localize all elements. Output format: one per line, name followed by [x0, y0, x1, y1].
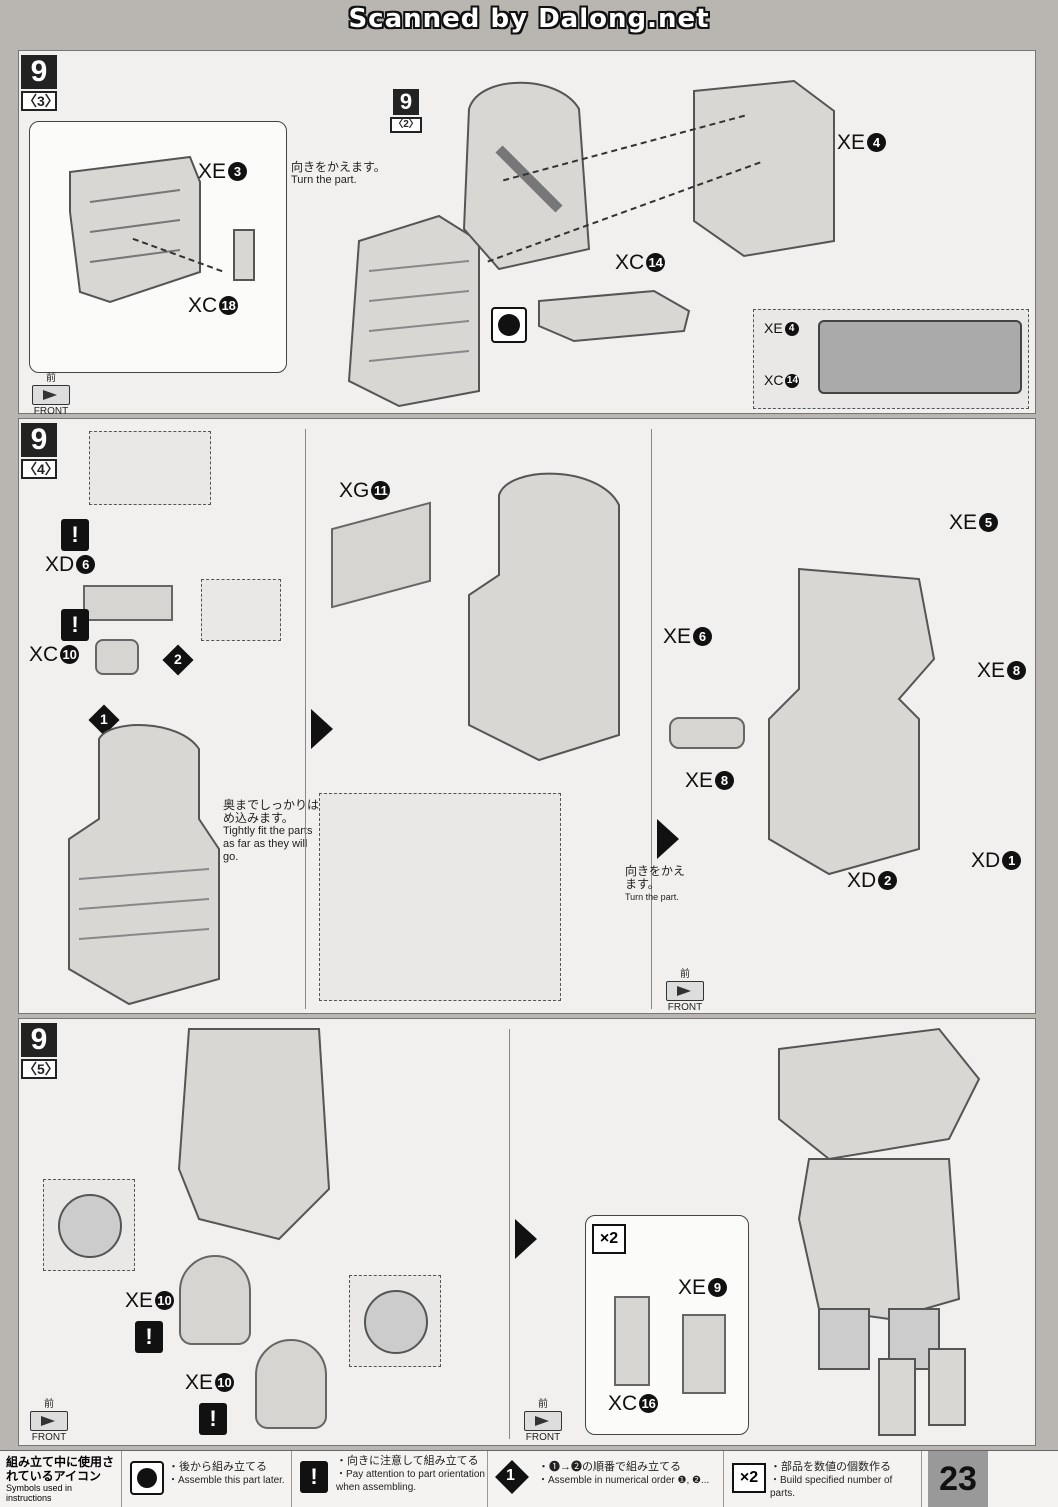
- orientation-warning-icon: !: [61, 609, 89, 641]
- repeat-count-icon: ×2: [732, 1463, 766, 1493]
- detail-inset-side: [201, 579, 281, 641]
- symbol-legend: 組み立て中に使用されているアイコン Symbols used in instru…: [0, 1450, 1058, 1507]
- column-divider: [305, 429, 306, 1009]
- orientation-warning-icon: !: [300, 1461, 328, 1493]
- orientation-warning-icon: !: [199, 1403, 227, 1435]
- xc14-part-drawing: [538, 289, 691, 343]
- head-torso-drawing: [468, 472, 620, 762]
- xc16-part-drawing: [614, 1296, 650, 1386]
- substep-number: 〈5〉: [21, 1059, 59, 1079]
- step-number: 9: [21, 423, 57, 457]
- legend-count: ×2 ・部品を数値の個数作る・Build specified number of…: [724, 1451, 922, 1507]
- order-marker-1-text: 1: [100, 711, 108, 727]
- completed-upper-body-drawing: [778, 1027, 981, 1436]
- legend-order: 1 ・❶→❷の順番で組み立てる・Assemble in numerical or…: [488, 1451, 724, 1507]
- reference-substep: 〈2〉: [390, 117, 422, 133]
- next-stage-arrow: [515, 1219, 537, 1259]
- order-diamond-icon-text: 1: [506, 1467, 515, 1484]
- detail-inset-rear-view: [319, 793, 561, 1001]
- later-assembly-icon: [130, 1461, 164, 1495]
- xe9-part-drawing: [682, 1314, 726, 1394]
- reference-step-number: 9: [393, 89, 419, 115]
- substep-number: 〈3〉: [21, 91, 59, 111]
- scan-watermark: Scanned by Dalong.net: [348, 4, 710, 34]
- legend-orientation: ! ・向きに注意して組み立てる・Pay attention to part or…: [292, 1451, 488, 1507]
- inset-drawing: [818, 320, 1022, 394]
- turn-part-note: 向きをかえます。 Turn the part.: [291, 160, 386, 187]
- column-divider: [651, 429, 652, 1009]
- legend-later: ・後から組み立てる・Assemble this part later.: [122, 1451, 292, 1507]
- legend-title: 組み立て中に使用されているアイコン Symbols used in instru…: [0, 1451, 122, 1507]
- head-unit-drawing: [462, 81, 591, 271]
- later-assembly-icon: [491, 307, 527, 343]
- orientation-warning-icon: !: [135, 1321, 163, 1353]
- next-stage-arrow: [657, 819, 679, 859]
- xg11-part-drawing: [331, 501, 431, 609]
- step-number: 9: [21, 55, 57, 89]
- order-marker-2-text: 2: [174, 651, 182, 667]
- page-number: 23: [928, 1451, 988, 1507]
- detail-inset-socket-right: [349, 1275, 441, 1367]
- tight-fit-note: 奥までしっかりはめ込みます。 Tightly fit the parts as …: [223, 798, 320, 864]
- orientation-warning-icon: !: [61, 519, 89, 551]
- body-block-drawing: [347, 214, 480, 408]
- next-stage-arrow: [311, 709, 333, 749]
- detail-inset-top: [89, 431, 211, 505]
- detail-inset-socket-left: [43, 1179, 135, 1271]
- step-number: 9: [21, 1023, 57, 1057]
- turn-part-note-2: 向きをかえます。 Turn the part.: [625, 864, 686, 903]
- torso-underside-drawing: [177, 1028, 331, 1241]
- xe10-thruster-right: [255, 1339, 327, 1429]
- repeat-count-icon: ×2: [592, 1224, 626, 1254]
- xe10-thruster-left: [179, 1255, 251, 1345]
- xe8-part-drawing: [669, 717, 745, 749]
- substep-number: 〈4〉: [21, 459, 59, 479]
- column-divider: [509, 1029, 510, 1439]
- torso-assembly-drawing: [68, 724, 220, 1006]
- xe3-part-drawing: [69, 155, 201, 304]
- xc10-part-drawing: [95, 639, 139, 675]
- xc18-part-drawing: [233, 229, 255, 281]
- xd6-part-drawing: [83, 585, 173, 621]
- xe4-part-drawing: [693, 79, 835, 258]
- assembled-upper-body-drawing: [768, 567, 936, 876]
